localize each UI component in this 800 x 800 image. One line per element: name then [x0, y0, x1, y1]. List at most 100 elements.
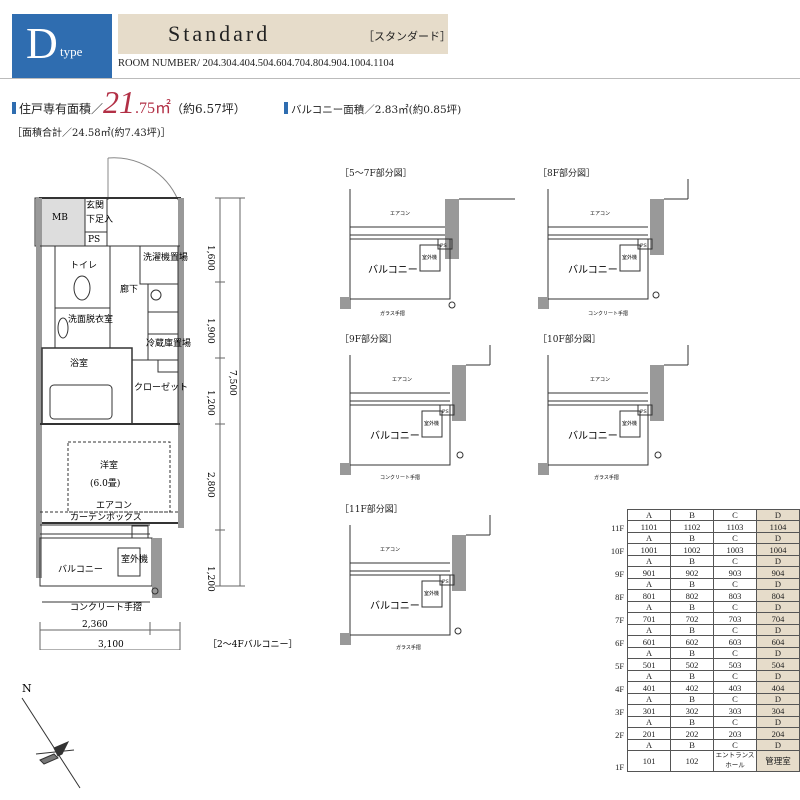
partial-rail: コンクリート手摺	[380, 474, 420, 481]
partial-rail: ガラス手摺	[594, 474, 619, 481]
note-2-4f: ［2〜4Fバルコニー］	[208, 639, 298, 650]
dim-1900: 1,900	[205, 318, 215, 344]
dim-7500: 7,500	[227, 370, 237, 396]
room-cell: 101	[627, 750, 672, 772]
partial-rail: ガラス手摺	[380, 310, 405, 317]
room-numbers: ROOM NUMBER/ 204.304.404.504.604.704.804…	[118, 58, 394, 69]
ps-label: PS	[88, 235, 100, 245]
partial-shitsugaiki: 室外機	[422, 254, 437, 261]
room-cell: 1002	[670, 543, 715, 556]
floor-label: 6F	[615, 637, 625, 648]
column-header: D	[755, 578, 800, 590]
room-cell: 102	[670, 750, 715, 772]
floor-spacer	[602, 740, 628, 751]
dim-1200b: 1,200	[205, 566, 215, 592]
private-area-int: 21	[103, 84, 136, 120]
floor-spacer	[602, 602, 628, 613]
room-cell: 701	[627, 612, 672, 625]
partial-balcony: バルコニー	[568, 430, 618, 442]
column-header: B	[670, 693, 715, 705]
plan-name-banner: Standard ［スタンダード］	[118, 14, 451, 54]
floor-spacer	[602, 510, 628, 521]
partial-8f: ［8F部分図］ バルコニー 室外機 エアコン PS コンクリート手摺	[538, 166, 718, 323]
partial-title: ［10F部分図］	[538, 335, 601, 345]
column-header: A	[627, 578, 672, 590]
partial-shitsugaiki: 室外機	[622, 254, 637, 261]
genkan-label: 玄関	[86, 199, 104, 211]
room-cell: 904	[755, 566, 800, 579]
partial-aircon: エアコン	[392, 377, 412, 383]
room-cell: 803	[713, 589, 757, 602]
room-cell: 903	[713, 566, 757, 579]
partial-title: ［9F部分図］	[340, 335, 397, 345]
total-area: ［面積合計／24.58㎡(約7.43坪)］	[12, 128, 171, 139]
room-cell: 1001	[627, 543, 672, 556]
room-cell: 303	[713, 704, 757, 717]
column-header: A	[627, 739, 672, 751]
partial-aircon: エアコン	[590, 211, 610, 217]
column-header: A	[627, 624, 672, 636]
floor-spacer	[602, 717, 628, 728]
floor-spacer	[602, 625, 628, 636]
bullet-icon	[284, 102, 288, 114]
floor-spacer	[602, 556, 628, 567]
column-header: B	[670, 670, 715, 682]
column-header: C	[713, 739, 757, 751]
room-cell: 403	[713, 681, 757, 694]
floor-label: 11F	[611, 522, 625, 533]
dim-1600: 1,600	[205, 245, 215, 271]
partial-title: ［5〜7F部分図］	[340, 169, 412, 179]
partial-drawing: バルコニー 室外機 エアコン PS ガラス手摺	[340, 189, 515, 317]
room-cell: 604	[755, 635, 800, 648]
column-header: D	[755, 624, 800, 636]
room-cell: 1104	[755, 520, 800, 533]
concrete-rail-label: コンクリート手摺	[70, 601, 142, 613]
partial-balcony: バルコニー	[370, 430, 420, 442]
column-header: C	[713, 555, 757, 567]
room-cell: 1102	[670, 520, 715, 533]
private-area-dec: .75	[135, 100, 156, 117]
private-area: 住戸専有面積／21.75㎡（約6.57坪）	[12, 84, 246, 121]
room-cell: 204	[755, 727, 800, 740]
room-cell: 603	[713, 635, 757, 648]
type-letter: D	[26, 19, 58, 68]
column-header: D	[755, 716, 800, 728]
balcony-area: バルコニー面積／2.83㎡(約0.85坪)	[284, 102, 461, 117]
room-cell: 203	[713, 727, 757, 740]
column-header: B	[670, 601, 715, 613]
partial-title: ［11F部分図］	[340, 505, 403, 515]
mb-label: MB	[52, 213, 68, 223]
type-badge: D type	[12, 14, 112, 78]
column-header: D	[755, 670, 800, 682]
floor-label: 5F	[615, 660, 625, 671]
toilet-label: トイレ	[70, 261, 97, 271]
column-header: B	[670, 555, 715, 567]
column-header: A	[627, 532, 672, 544]
room-cell: 302	[670, 704, 715, 717]
column-header: D	[755, 555, 800, 567]
room-cell: 504	[755, 658, 800, 671]
column-header: C	[713, 693, 757, 705]
room-cell: 201	[627, 727, 672, 740]
column-header: B	[670, 578, 715, 590]
room-cell: エントランスホール	[713, 750, 757, 772]
floor-spacer	[602, 579, 628, 590]
column-header: B	[670, 739, 715, 751]
floor-label: 2F	[615, 729, 625, 740]
partial-ps: PS	[640, 243, 647, 249]
room-cell: 301	[627, 704, 672, 717]
room-cell: 管理室	[755, 750, 800, 772]
column-header: A	[627, 647, 672, 659]
room-cell: 401	[627, 681, 672, 694]
partial-shitsugaiki: 室外機	[424, 590, 439, 597]
column-header: C	[713, 578, 757, 590]
